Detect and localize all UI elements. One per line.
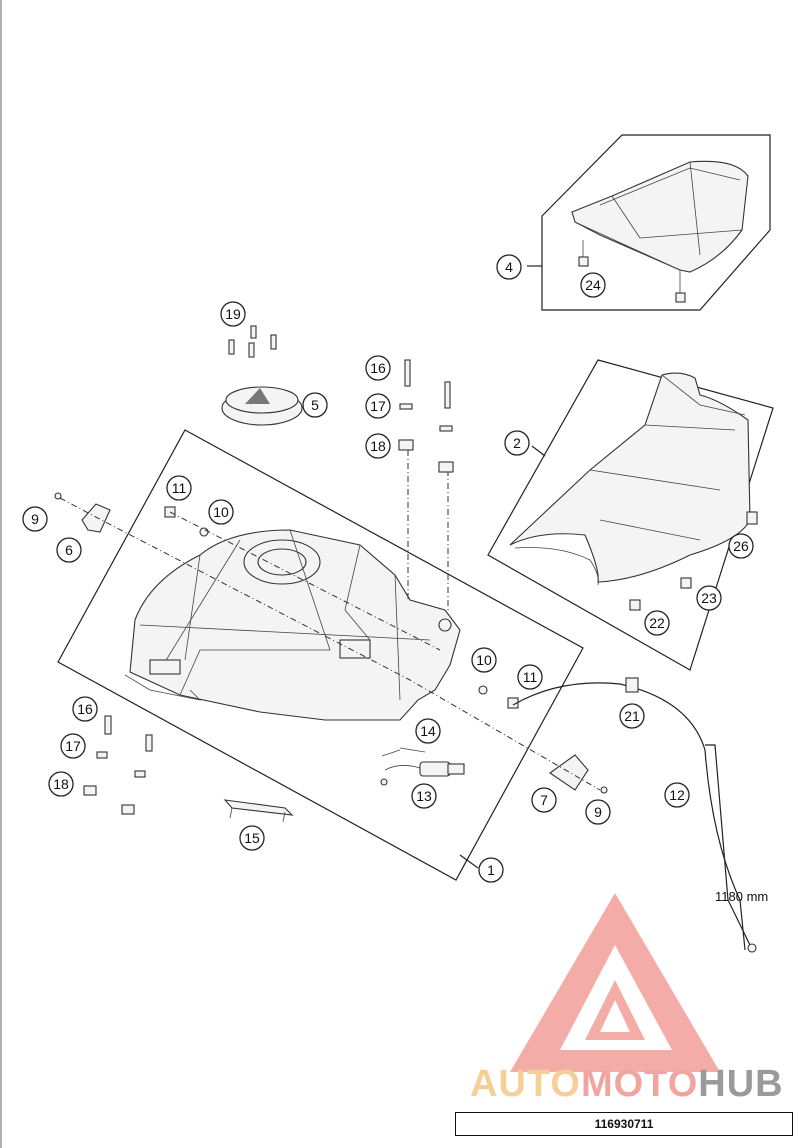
svg-text:13: 13: [416, 788, 432, 804]
callout-6: 6: [56, 537, 82, 563]
callout-2: 2: [504, 430, 530, 456]
fuel-hose-part: [512, 677, 757, 953]
svg-text:14: 14: [420, 723, 436, 739]
rider-seat-frame: [487, 359, 774, 671]
tank-trim-strip: [223, 799, 294, 823]
nut: [83, 785, 97, 796]
svg-text:11: 11: [172, 480, 187, 496]
watermark-part-moto: MOTO: [581, 1063, 698, 1105]
callout-16b: 16: [72, 696, 98, 722]
callout-15: 15: [239, 825, 265, 851]
svg-text:7: 7: [540, 792, 548, 808]
pillion-seat-buffer: [578, 256, 589, 267]
drawing-number: 116930711: [455, 1112, 793, 1136]
callout-22: 22: [644, 610, 670, 636]
pillion-seat-buffer: [675, 292, 686, 303]
svg-text:19: 19: [225, 306, 241, 322]
svg-text:15: 15: [244, 830, 260, 846]
svg-text:10: 10: [213, 504, 229, 520]
pillion-seat-part: [571, 160, 749, 273]
callout-9b: 9: [585, 799, 611, 825]
bracket-7: [549, 754, 589, 791]
svg-text:9: 9: [31, 511, 39, 527]
callout-16a: 16: [365, 355, 391, 381]
svg-text:21: 21: [624, 708, 640, 724]
fuel-tank-group: [54, 429, 608, 881]
callout-19: 19: [220, 301, 246, 327]
hose-length-label: 1180 mm: [715, 889, 768, 904]
fuel-tank-frame: [57, 429, 584, 881]
callout-9a: 9: [22, 506, 48, 532]
callout-26: 26: [728, 533, 754, 559]
filler-cap-part: [221, 386, 303, 426]
callout-10b: 10: [471, 647, 497, 673]
seat-buffer: [680, 577, 692, 589]
nut: [121, 804, 135, 815]
callout-24: 24: [580, 272, 606, 298]
watermark-part-auto: AUTO: [470, 1063, 581, 1105]
callout-7: 7: [531, 787, 557, 813]
svg-text:6: 6: [65, 542, 73, 558]
svg-text:22: 22: [649, 615, 665, 631]
watermark-text: AUTOMOTOHUB: [470, 1063, 784, 1105]
callout-11b: 11: [517, 664, 543, 690]
svg-text:11: 11: [523, 669, 538, 685]
screw: [145, 734, 153, 752]
washer: [199, 527, 209, 537]
svg-text:18: 18: [370, 438, 386, 454]
svg-text:17: 17: [370, 398, 386, 414]
callout-1: 1: [478, 857, 504, 883]
svg-text:9: 9: [594, 804, 602, 820]
washer: [96, 751, 108, 759]
watermark-logo: [510, 893, 720, 1072]
svg-text:16: 16: [370, 360, 386, 376]
fitting: [507, 697, 519, 709]
callout-18b: 18: [48, 771, 74, 797]
bolt-stack-upper: [398, 359, 454, 473]
callout-13: 13: [411, 783, 437, 809]
screws-19: [228, 325, 277, 358]
seat-buffer: [629, 599, 641, 611]
svg-text:2: 2: [513, 435, 521, 451]
watermark-part-hub: HUB: [698, 1063, 783, 1105]
callout-17a: 17: [365, 393, 391, 419]
callout-11a: 11: [166, 475, 192, 501]
callout-12: 12: [664, 782, 690, 808]
callout-17b: 17: [60, 733, 86, 759]
svg-text:18: 18: [53, 776, 69, 792]
callout-5: 5: [302, 392, 328, 418]
rider-seat-group: [487, 359, 774, 671]
callout-4: 4: [496, 254, 522, 280]
svg-text:23: 23: [701, 590, 717, 606]
bracket-6: [81, 503, 111, 533]
screw: [104, 715, 112, 735]
washer: [478, 685, 488, 695]
svg-text:5: 5: [311, 397, 319, 413]
callout-23: 23: [696, 585, 722, 611]
callout-21: 21: [619, 703, 645, 729]
fuel-pump-part: [380, 747, 465, 786]
svg-text:1: 1: [487, 862, 495, 878]
washer: [134, 770, 146, 778]
seat-clip: [746, 511, 758, 525]
svg-text:26: 26: [733, 538, 749, 554]
pillion-seat-frame: [541, 134, 771, 311]
svg-text:16: 16: [77, 701, 93, 717]
hose-clamp: [625, 677, 639, 693]
callout-10a: 10: [208, 499, 234, 525]
svg-text:17: 17: [65, 738, 81, 754]
svg-text:10: 10: [476, 652, 492, 668]
pillion-seat-group: [527, 134, 771, 311]
callout-18a: 18: [365, 433, 391, 459]
rider-seat-part: [509, 372, 751, 586]
svg-text:4: 4: [505, 259, 513, 275]
svg-text:24: 24: [585, 277, 601, 293]
svg-text:12: 12: [669, 787, 685, 803]
callout-14: 14: [415, 718, 441, 744]
